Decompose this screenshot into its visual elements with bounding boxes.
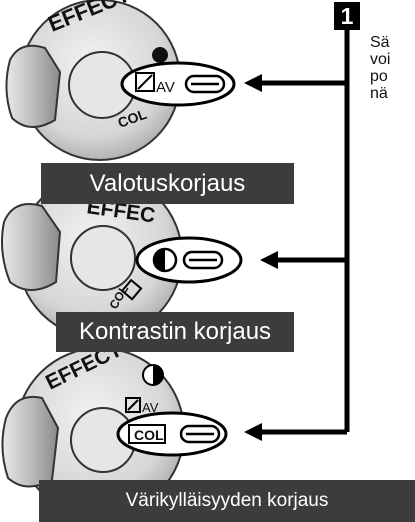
- col-box: [128, 424, 166, 444]
- lens-grip: [1, 203, 62, 291]
- contrast-icon: [152, 47, 168, 63]
- connector-lines: [258, 30, 350, 435]
- exposure-comp-icon: [125, 397, 141, 413]
- col-marking: COL: [134, 427, 164, 443]
- av-marking: AV: [156, 79, 175, 96]
- dial-contrast: EFFEC COL: [1, 173, 243, 339]
- arrowheads: [244, 74, 278, 441]
- center-button: [70, 225, 136, 291]
- lens-grip: [5, 44, 62, 128]
- lens-grip: [1, 396, 60, 488]
- side-text-line-4: nä: [370, 85, 388, 102]
- dial-color: EFFECT AV COL: [1, 338, 228, 517]
- side-text-line-2: voi: [370, 51, 391, 68]
- side-text-line-3: po: [370, 68, 388, 85]
- exposure-comp-icon: [120, 278, 143, 301]
- exposure-label: Valotuskorjaus: [41, 163, 294, 204]
- side-text-line-1: Sä: [370, 34, 390, 51]
- highlight-oval: [116, 411, 228, 457]
- color-saturation-label: Värikylläisyyden korjaus: [39, 480, 415, 522]
- step-number-badge: 1: [334, 2, 360, 30]
- contrast-label: Kontrastin korjaus: [56, 312, 294, 352]
- exposure-comp-icon: [135, 72, 155, 92]
- av-marking: AV: [142, 400, 159, 415]
- dial-exposure: EFFECT AV COL: [5, 0, 236, 161]
